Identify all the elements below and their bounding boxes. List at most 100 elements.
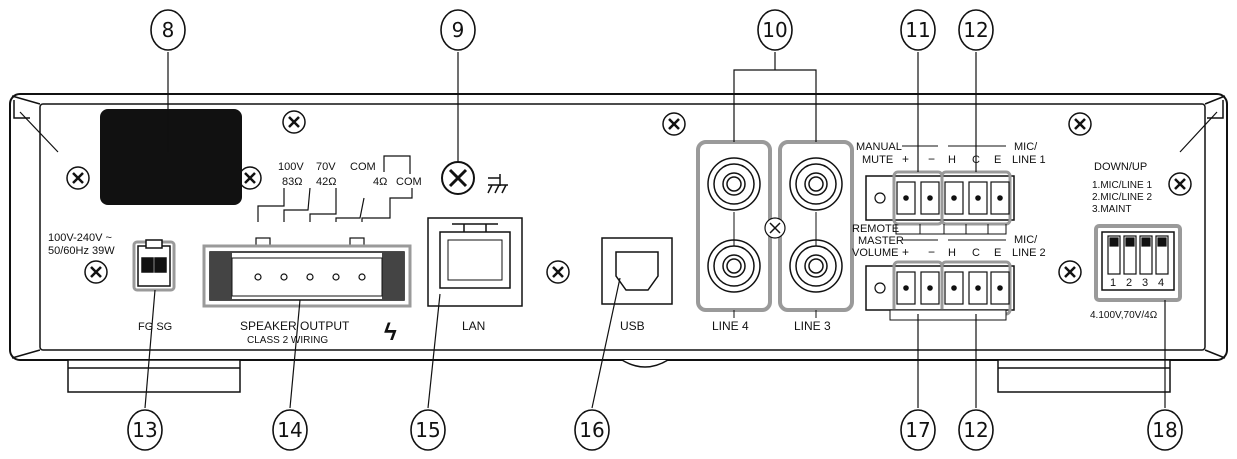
terminal-pin <box>990 271 1010 305</box>
callout-number: 18 <box>1152 418 1177 442</box>
top-minus: − <box>928 152 935 166</box>
line4-bottom-jack[interactable] <box>707 239 761 293</box>
line3-bottom-jack[interactable] <box>789 239 843 293</box>
dip-section: DOWN/UP 1.MIC/LINE 1 2.MIC/LINE 2 3.MAIN… <box>1090 161 1182 321</box>
tap-com-2: COM <box>396 176 422 188</box>
power-rating-line2: 50/60Hz 39W <box>48 245 115 257</box>
right-foot <box>997 359 1171 393</box>
line3-top-jack[interactable] <box>789 157 843 211</box>
callout-number: 11 <box>905 18 930 42</box>
callout-number: 8 <box>162 18 175 42</box>
terminal-pin <box>920 181 940 215</box>
power-section: 100V-240V ~ 50/60Hz 39W FG SG <box>48 232 176 333</box>
top-mic-line-2: LINE 1 <box>1012 154 1046 166</box>
callout-number: 10 <box>762 18 787 42</box>
bottom-terminal-block[interactable] <box>865 265 1015 311</box>
top-terminal-block[interactable] <box>865 175 1015 221</box>
callout-marker: 11 <box>900 9 936 51</box>
dip-toggle[interactable] <box>1155 235 1169 275</box>
callout-number: 13 <box>132 418 157 442</box>
line4-top-jack[interactable] <box>707 157 761 211</box>
ground-terminal <box>441 161 508 195</box>
dip-toggle[interactable] <box>1139 235 1153 275</box>
dip-toggle[interactable] <box>1123 235 1137 275</box>
dip-number: 3 <box>1142 277 1148 289</box>
callout-marker: 15 <box>410 409 446 451</box>
callout-marker: 13 <box>127 409 163 451</box>
speaker-section: 100V 83Ω 70V 42Ω COM 4Ω COM SPEAKER OUTP… <box>202 155 422 346</box>
speaker-pin <box>280 273 288 281</box>
screw-icon <box>662 112 686 136</box>
callout-marker: 14 <box>272 409 308 451</box>
top-terminal-section: MANUAL MUTE + − H C E MIC/ LINE 1 <box>856 141 1046 235</box>
manual-mute-label-2: MUTE <box>862 154 893 166</box>
chassis-inner-frame <box>39 103 1206 351</box>
tap-70v-ohm: 42Ω <box>316 176 336 188</box>
power-terminal-label: FG SG <box>138 321 172 333</box>
tap-70v: 70V <box>316 161 336 173</box>
callout-number: 14 <box>277 418 302 442</box>
usb-section: USB <box>601 237 673 333</box>
callout-marker: 18 <box>1147 409 1183 451</box>
callout-number: 12 <box>963 418 988 442</box>
screw-icon <box>546 260 570 284</box>
bottom-h: H <box>948 247 956 259</box>
callout-marker: 16 <box>574 409 610 451</box>
terminal-pin <box>944 271 964 305</box>
dip-opt2: 2.MIC/LINE 2 <box>1092 192 1152 203</box>
terminal-pin <box>968 181 988 215</box>
speaker-pin <box>358 273 366 281</box>
remote-label-2: MASTER <box>858 235 904 247</box>
screw-icon <box>66 166 90 190</box>
top-h: H <box>948 154 956 166</box>
callouts: 8 9 10 11 12 13 14 15 16 17 12 18 <box>127 9 1183 451</box>
dip-opt1: 1.MIC/LINE 1 <box>1092 180 1152 191</box>
speaker-output-title: SPEAKER OUTPUT <box>240 319 350 333</box>
tap-100v: 100V <box>278 161 304 173</box>
dip-toggle[interactable] <box>1107 235 1121 275</box>
terminal-pin <box>968 271 988 305</box>
speaker-pin <box>254 273 262 281</box>
lan-label: LAN <box>462 319 485 333</box>
screw-icon <box>84 260 108 284</box>
screws <box>66 110 1192 284</box>
top-plus: + <box>902 152 909 166</box>
callout-marker: 12 <box>958 409 994 451</box>
lan-section: LAN <box>427 217 523 333</box>
dip-title: DOWN/UP <box>1094 161 1147 173</box>
callout-marker: 10 <box>757 9 793 51</box>
bottom-mic-line: MIC/ <box>1014 234 1038 246</box>
terminal-pin <box>944 181 964 215</box>
speaker-pin <box>306 273 314 281</box>
callout-marker: 12 <box>958 9 994 51</box>
terminal-pin <box>990 181 1010 215</box>
fan-label-area <box>100 109 242 205</box>
usb-port[interactable] <box>615 251 659 291</box>
power-rating-line1: 100V-240V ~ <box>48 232 112 244</box>
line4-label: LINE 4 <box>712 319 749 333</box>
tap-4ohm: 4Ω <box>373 176 387 188</box>
dip-opt4: 4.100V,70V/4Ω <box>1090 310 1158 321</box>
screw-icon <box>1058 260 1082 284</box>
callout-number: 15 <box>415 418 440 442</box>
bottom-plus: + <box>902 245 909 259</box>
screw-icon <box>1168 172 1192 196</box>
bottom-e: E <box>994 247 1001 259</box>
callout-number: 17 <box>905 418 930 442</box>
callout-marker: 9 <box>440 9 476 51</box>
callout-number: 9 <box>452 18 465 42</box>
terminal-pin <box>896 271 916 305</box>
bottom-minus: − <box>928 245 935 259</box>
dip-number: 2 <box>1126 277 1132 289</box>
manual-mute-label-1: MANUAL <box>856 141 902 153</box>
callout-number: 12 <box>963 18 988 42</box>
warning-bolt-icon: ϟ <box>384 319 397 346</box>
screw-icon <box>1068 112 1092 136</box>
left-foot <box>67 359 241 393</box>
callout-marker: 8 <box>150 9 186 51</box>
remote-label-1: REMOTE <box>852 223 899 235</box>
callout-marker: 17 <box>900 409 936 451</box>
leader-lines <box>144 52 1166 409</box>
